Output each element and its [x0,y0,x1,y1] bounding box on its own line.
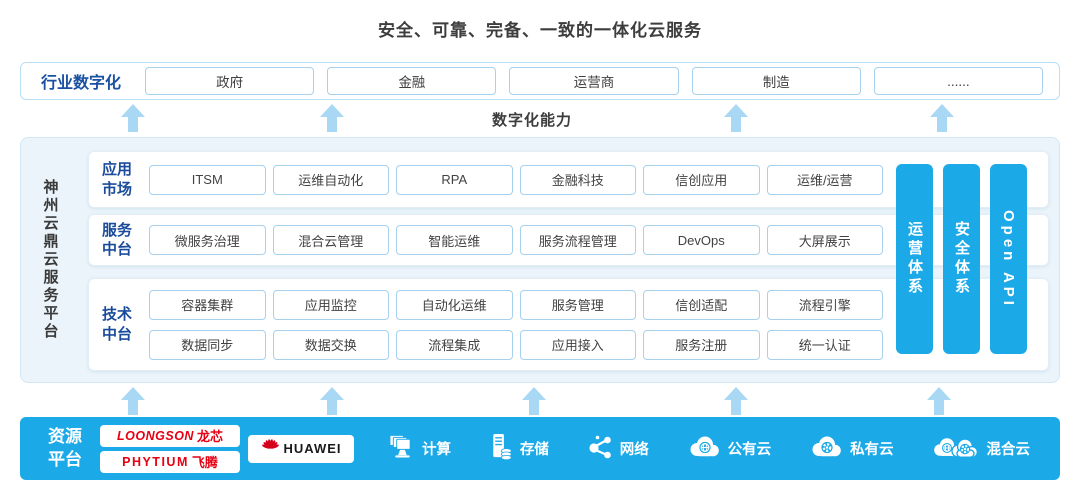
hybrid-cloud-icon [931,434,979,464]
resource-item-label: 公有云 [727,442,772,458]
capability-item: 微服务治理 [149,225,266,255]
industry-cells: 政府 金融 运营商 制造 ...... [145,67,1044,95]
section-app-market: 应用市场 ITSM 运维自动化 RPA 金融科技 信创应用 运维/运营 [88,151,1049,208]
resource-item-private-cloud: 私有云 [809,434,894,463]
industry-row: 行业数字化 政府 金融 运营商 制造 ...... [20,62,1060,100]
section-label: 应用市场 [102,161,133,198]
resource-item-label: 计算 [422,442,451,458]
capability-item: 服务注册 [643,329,760,360]
resource-item-public-cloud: 公有云 [687,434,772,463]
resource-item-hybrid-cloud: 混合云 [931,434,1030,464]
platform-name: 神州云鼎云服务平台 [41,179,59,341]
phytium-logo: PHYTIUM 飞腾 [100,450,240,473]
loongson-brand-text: LOONGSON [117,428,194,443]
capability-item: 金融科技 [519,164,636,195]
page-title: 安全、可靠、完备、一致的一体化云服务 [378,21,702,40]
up-arrow-icon [320,387,344,415]
industry-item-operator: 运营商 [509,67,679,95]
up-arrow-icon [724,104,748,132]
industry-item-finance: 金融 [327,67,497,95]
up-arrow-icon [121,387,145,415]
up-arrow-icon [320,104,344,132]
capability-item: 容器集群 [149,289,266,320]
capability-item: 应用监控 [272,289,389,320]
section-label: 技术中台 [102,306,133,343]
pillar-security-system: 安全体系 [943,164,980,354]
resource-item-storage: 存储 [489,433,549,464]
huawei-logo: HUAWEI [248,434,354,463]
capability-item: 服务流程管理 [519,225,636,255]
resource-item-network: 网络 [587,434,649,464]
capability-item: 自动化运维 [396,289,513,320]
industry-item-more: ...... [873,67,1044,95]
resource-item-label: 私有云 [850,442,894,458]
capability-item: 统一认证 [766,329,883,360]
up-arrow-icon [121,104,145,132]
capability-item: 智能运维 [396,225,513,255]
loongson-cn-text: 龙芯 [196,429,223,444]
industry-row-label: 行业数字化 [41,75,122,92]
digital-capability-label: 数字化能力 [491,112,572,129]
capability-item: 应用接入 [519,329,636,360]
up-arrow-icon [724,387,748,415]
huawei-flower-icon [261,437,280,461]
public-cloud-icon [687,434,721,463]
pillar-operation-system: 运营体系 [896,164,933,354]
compute-icon [388,434,415,463]
section-tech-platform: 技术中台 容器集群 应用监控 自动化运维 服务管理 信创适配 流程引擎 数据同步… [88,278,1049,371]
capability-item: ITSM [149,164,266,195]
resource-platform-bar: 资源平台 LOONGSON 龙芯 PHYTIUM 飞腾 HUAWEI 计算 存储 [20,417,1060,480]
capability-item: RPA [396,164,513,195]
capability-item: 数据交换 [272,329,389,360]
capability-item: DevOps [643,225,760,255]
resource-platform-label: 资源平台 [48,427,82,469]
capability-item: 运维/运营 [766,164,883,195]
capability-item: 信创适配 [643,289,760,320]
private-cloud-icon [809,434,843,463]
capability-item: 信创应用 [643,164,760,195]
loongson-logo: LOONGSON 龙芯 [100,424,240,447]
storage-icon [489,433,513,464]
up-arrow-icon [927,387,951,415]
phytium-brand-text: PHYTIUM [122,454,189,469]
huawei-brand-text: HUAWEI [283,441,342,456]
up-arrow-icon [522,387,546,415]
vendor-stack: LOONGSON 龙芯 PHYTIUM 飞腾 [100,424,240,473]
pillar-open-api: Open API [990,164,1027,354]
capability-item: 数据同步 [149,329,266,360]
capability-item: 流程引擎 [766,289,883,320]
section-service-platform: 服务中台 微服务治理 混合云管理 智能运维 服务流程管理 DevOps 大屏展示 [88,214,1049,266]
section-label: 服务中台 [102,221,133,259]
resource-item-label: 网络 [619,442,649,458]
network-icon [587,434,613,464]
platform-panel: 神州云鼎云服务平台 应用市场 ITSM 运维自动化 RPA 金融科技 信创应用 … [20,137,1060,383]
capability-item: 混合云管理 [272,225,389,255]
capability-item: 服务管理 [519,289,636,320]
phytium-cn-text: 飞腾 [191,455,218,470]
industry-item-manufacturing: 制造 [691,67,861,95]
up-arrow-icon [930,104,954,132]
capability-item: 大屏展示 [766,225,883,255]
capability-item: 流程集成 [396,329,513,360]
resource-item-label: 存储 [519,442,549,458]
resource-item-label: 混合云 [986,442,1030,458]
resource-items: 计算 存储 网络 公有云 私有云 混合云 [388,433,1030,464]
resource-item-compute: 计算 [388,434,451,463]
capability-item: 运维自动化 [272,164,389,195]
industry-item-government: 政府 [145,67,315,95]
